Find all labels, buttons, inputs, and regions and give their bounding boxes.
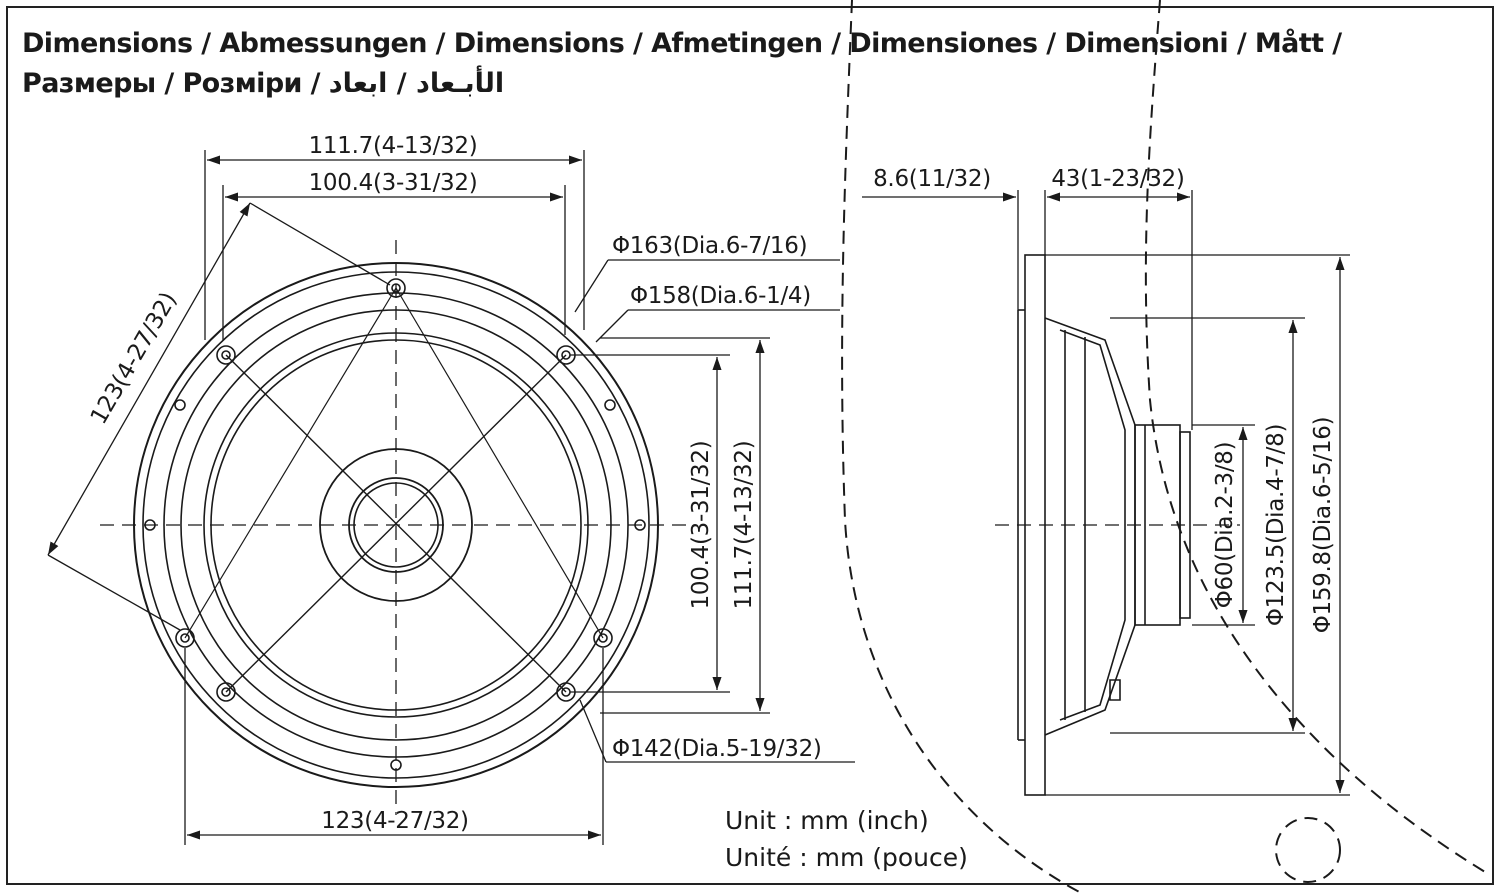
title-line-1: Dimensions / Abmessungen / Dimensions / …: [22, 28, 1342, 59]
dim-flange-depth: 8.6(11/32): [873, 166, 991, 192]
dim-dia-magnet: Φ60(Dia.2-3/8): [1212, 442, 1238, 609]
dim-dia-158: Φ158(Dia.6-1/4): [630, 283, 811, 309]
title-line-2: Размеры / Розміри / الأبـعاد / ابعاد: [22, 68, 505, 99]
dim-width-inner: 100.4(3-31/32): [309, 170, 478, 196]
dim-dia-142: Φ142(Dia.5-19/32): [612, 736, 822, 762]
dim-dia-163: Φ163(Dia.6-7/16): [612, 233, 807, 259]
dim-mount-depth: 43(1-23/32): [1051, 166, 1184, 192]
dim-height-inner: 100.4(3-31/32): [688, 441, 714, 610]
unit-label-fr: Unité : mm (pouce): [725, 843, 968, 872]
dim-height-outer: 111.7(4-13/32): [731, 441, 757, 610]
front-dimensions: [47, 150, 855, 845]
side-view: [995, 254, 1240, 796]
dim-dia-frame: Φ123.5(Dia.4-7/8): [1263, 424, 1289, 626]
unit-label-en: Unit : mm (inch): [725, 806, 929, 835]
dim-bottom-width: 123(4-27/32): [321, 808, 468, 834]
dim-diag-mount: 123(4-27/32): [86, 288, 182, 429]
front-view: [100, 240, 690, 815]
dim-width-outer: 111.7(4-13/32): [309, 133, 478, 159]
side-dimensions: [862, 190, 1350, 796]
dim-dia-overall: Φ159.8(Dia.6-5/16): [1310, 417, 1336, 634]
dashed-arcs: [841, 0, 1491, 895]
drawing-frame: [6, 6, 1494, 885]
